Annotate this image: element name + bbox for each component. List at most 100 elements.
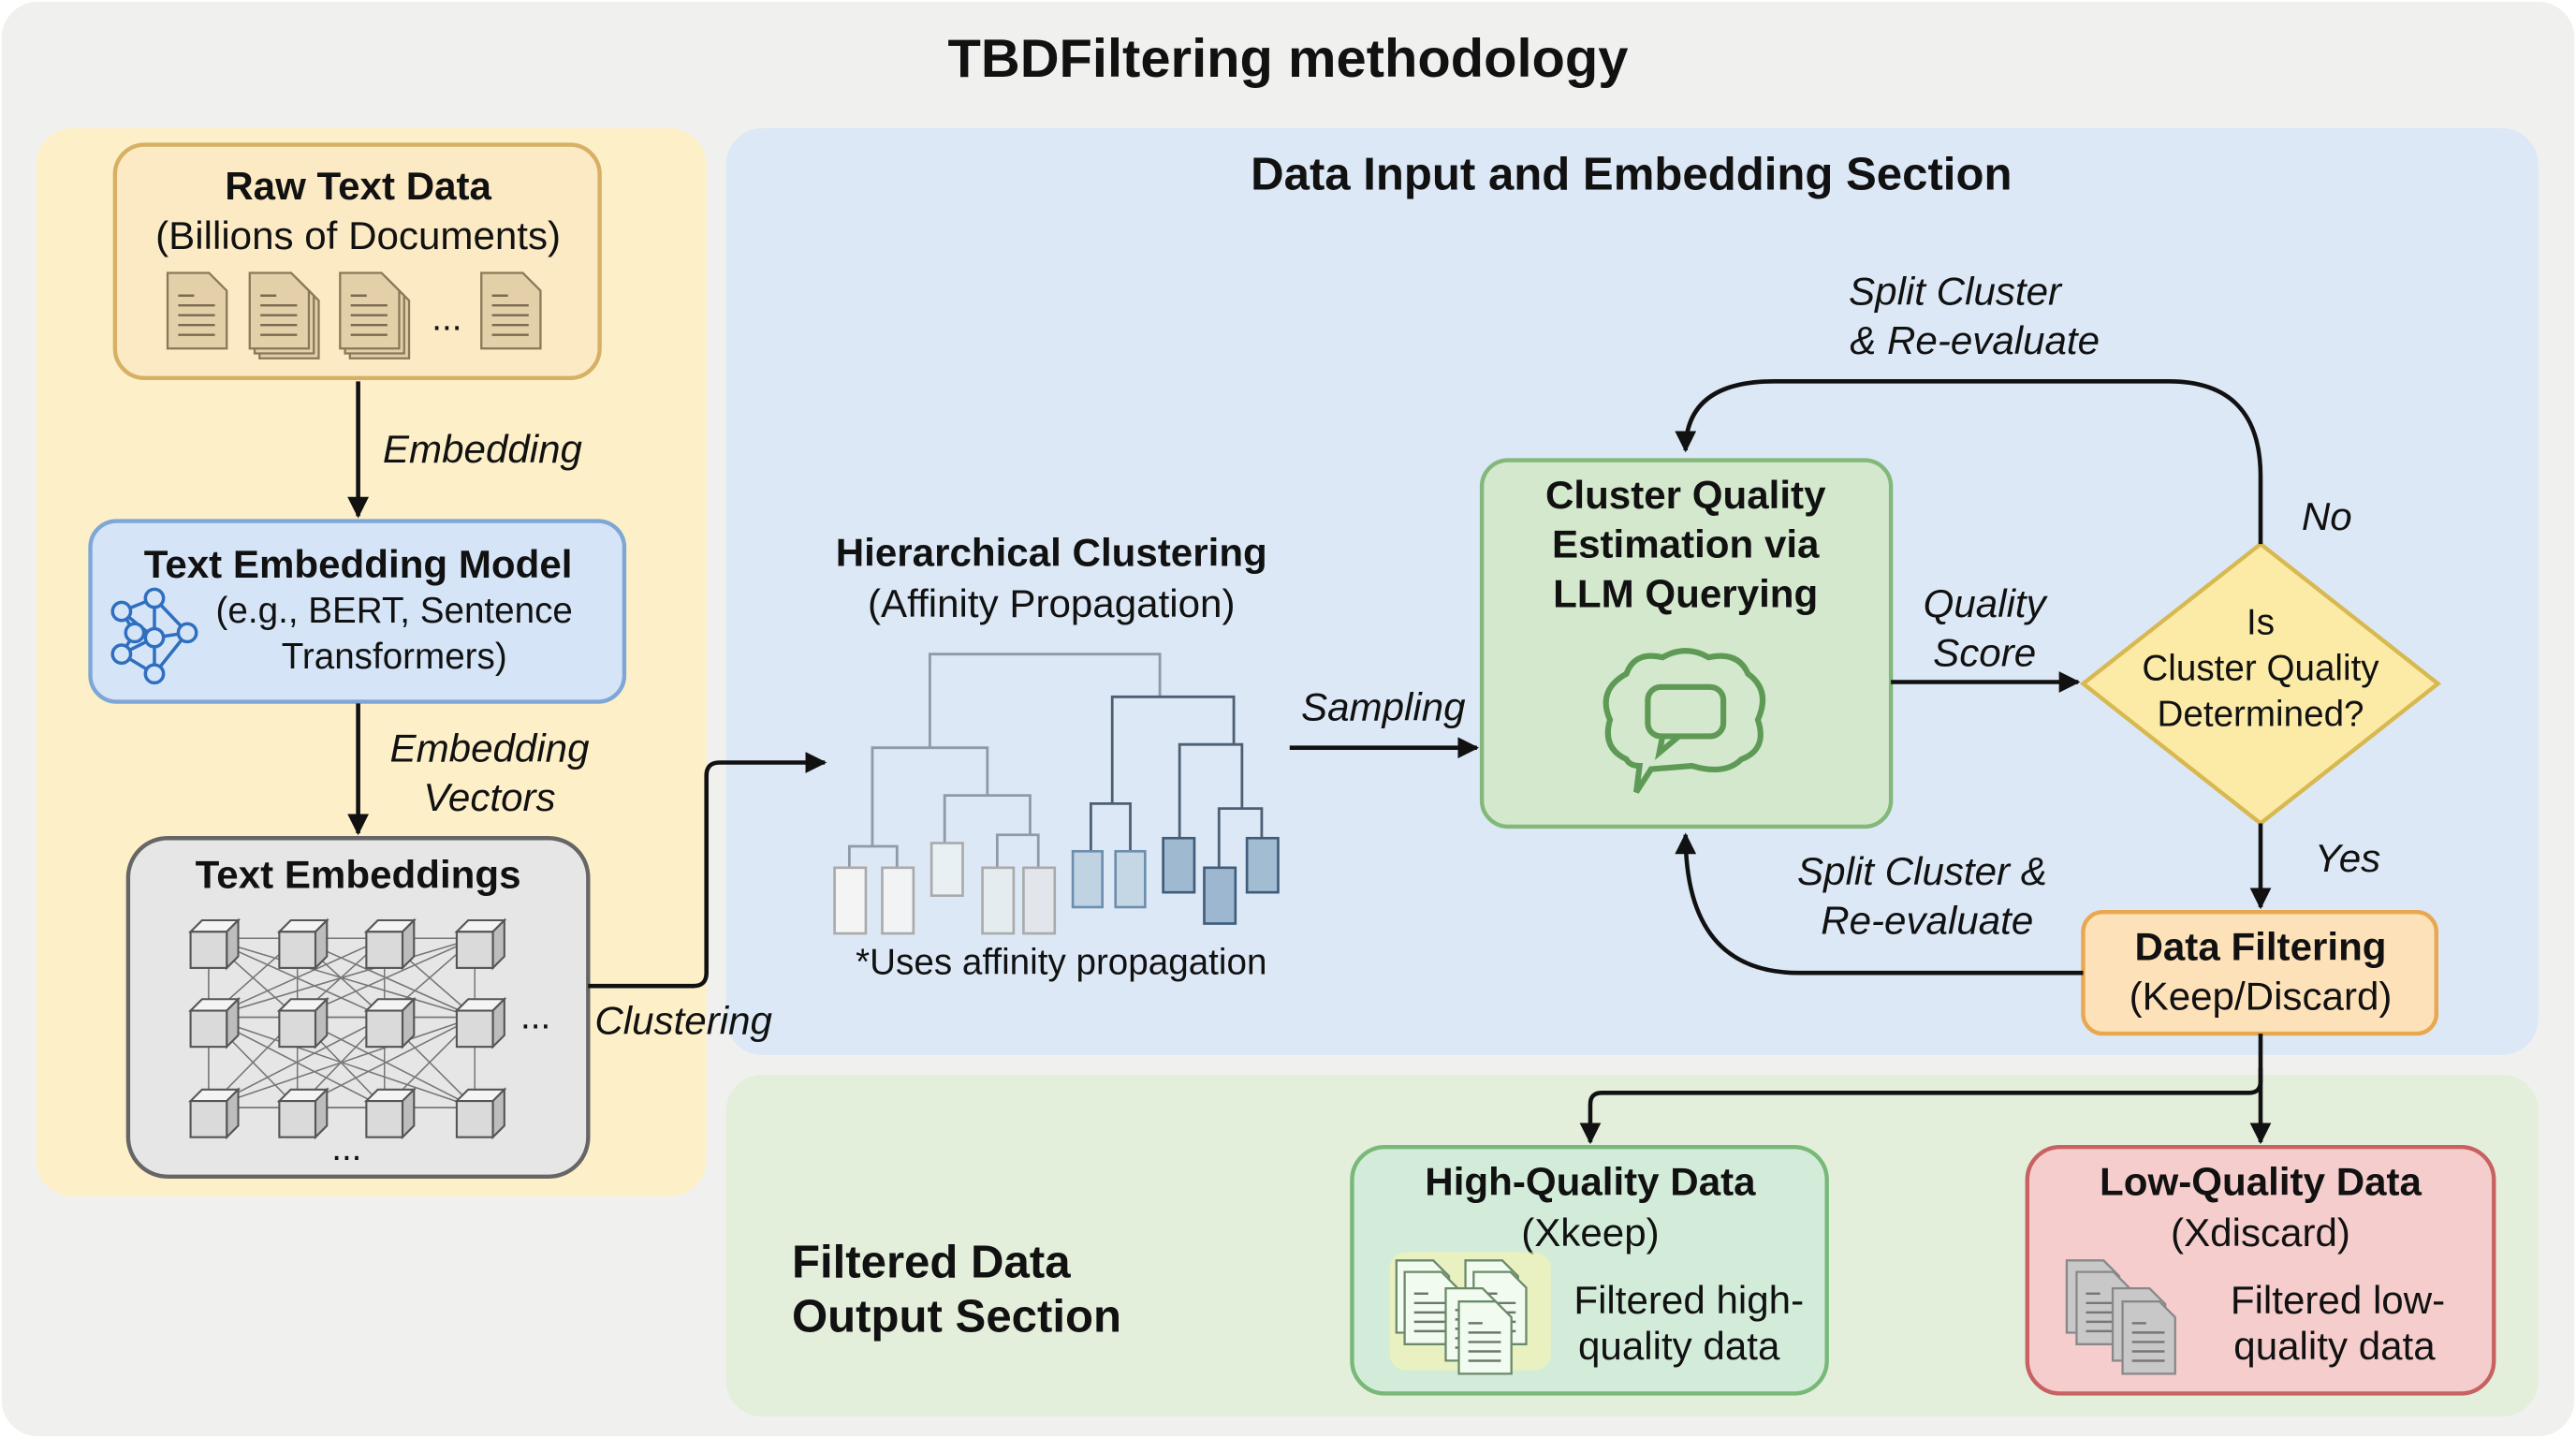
edge-label-vectors-line2: Vectors (423, 775, 555, 819)
high-quality-desc-line1: Filtered high- (1573, 1278, 1804, 1322)
cube-icon (276, 1087, 329, 1140)
network-node (110, 600, 133, 623)
page-title: TBDFiltering methodology (948, 29, 1629, 89)
edge-label-quality-line1: Quality (1924, 581, 2049, 625)
cube-icon (363, 917, 417, 971)
high-quality-title: High-Quality Data (1425, 1160, 1756, 1204)
filtering-subtitle: (Keep/Discard) (2130, 974, 2393, 1018)
edge-label-quality-line2: Score (1933, 631, 2036, 675)
low-quality-title: Low-Quality Data (2100, 1160, 2422, 1204)
cube-icon (188, 917, 242, 971)
cluster-leaf (833, 866, 868, 935)
decision-line3: Determined? (2157, 695, 2364, 735)
network-node (110, 643, 133, 666)
low-quality-desc-line2: quality data (2233, 1324, 2436, 1368)
clustering-title: Hierarchical Clustering (836, 530, 1267, 574)
filtering-title: Data Filtering (2134, 925, 2386, 969)
text-embedding-model-node: Text Embedding Model (e.g., BERT, Senten… (88, 519, 627, 704)
raw-docs-ellipsis: ... (432, 299, 461, 339)
output-section-title-line2: Output Section (792, 1291, 1121, 1342)
model-examples-line1: (e.g., BERT, Sentence (216, 591, 573, 631)
arrow-clustering (588, 752, 827, 989)
embeddings-title: Text Embeddings (196, 852, 521, 896)
edge-label-sampling: Sampling (1301, 684, 1466, 728)
low-quality-data-node: Low-Quality Data (Xdiscard) Filtered low… (2025, 1145, 2496, 1396)
cube-grid-icon (188, 917, 507, 1140)
cube-icon (363, 1087, 417, 1140)
input-section-title: Data Input and Embedding Section (1251, 150, 2012, 200)
embeddings-ellipsis-right: ... (520, 997, 550, 1037)
edge-label-vectors-line1: Embedding (389, 726, 590, 770)
high-quality-subtitle: (Xkeep) (1521, 1211, 1659, 1255)
dendrogram-link (1178, 742, 1244, 839)
quality-line3: LLM Querying (1553, 571, 1818, 615)
low-quality-desc-line1: Filtered low- (2231, 1278, 2445, 1322)
cube-icon (454, 996, 507, 1049)
document-icon (480, 271, 542, 350)
neural-network-icon (110, 587, 198, 685)
cluster-leaf (929, 842, 964, 897)
model-examples-line2: Transformers) (282, 637, 507, 677)
raw-text-title: Raw Text Data (225, 164, 491, 208)
brain-chat-icon (1603, 648, 1766, 794)
cluster-leaf (981, 866, 1016, 935)
cluster-leaf (1203, 866, 1237, 925)
dendrogram-link (943, 794, 1032, 844)
network-node (143, 626, 166, 649)
low-quality-subtitle: (Xdiscard) (2171, 1211, 2350, 1255)
dendrogram-link (871, 746, 989, 847)
cube-icon (188, 1087, 242, 1140)
cluster-leaf (1022, 866, 1057, 935)
quality-decision-node: Is Cluster Quality Determined? (2079, 541, 2442, 827)
data-filtering-node: Data Filtering (Keep/Discard) (2081, 910, 2439, 1036)
embeddings-ellipsis-bottom: ... (331, 1128, 361, 1168)
cube-icon (188, 996, 242, 1049)
quality-line1: Cluster Quality (1545, 473, 1826, 517)
model-title: Text Embedding Model (144, 542, 573, 586)
cluster-leaf (1245, 836, 1280, 894)
document-icon (248, 271, 311, 350)
dendrogram-link (928, 653, 1162, 748)
decision-line2: Cluster Quality (2142, 648, 2379, 688)
document-icon (166, 271, 542, 360)
edge-label-embedding: Embedding (383, 427, 583, 471)
decision-line1: Is (2247, 602, 2275, 642)
document-stack-icon (1389, 1252, 1551, 1375)
edge-label-back-line2: Re-evaluate (1821, 899, 2033, 943)
document-icon (339, 271, 401, 350)
cube-icon (276, 996, 329, 1049)
network-node (176, 622, 198, 644)
clustering-note: *Uses affinity propagation (856, 943, 1266, 983)
raw-text-subtitle: (Billions of Documents) (155, 213, 561, 257)
dendrogram-link (1217, 807, 1264, 868)
arrow-no-split (1675, 379, 2263, 545)
dendrogram-link (1089, 801, 1132, 852)
dendrogram-link (995, 833, 1040, 868)
cluster-leaf (881, 866, 915, 935)
dendrogram-icon (833, 653, 1280, 935)
output-section-title-line1: Filtered Data (792, 1238, 1071, 1288)
cube-icon (454, 917, 507, 971)
edge-label-yes: Yes (2315, 836, 2380, 880)
document-icon (166, 271, 228, 350)
document-icon (1457, 1300, 1513, 1375)
raw-text-data-node: Raw Text Data (Billions of Documents) ..… (112, 142, 602, 381)
cube-icon (276, 917, 329, 971)
high-quality-data-node: High-Quality Data (Xkeep) Filtered high-… (1350, 1145, 1829, 1396)
quality-line2: Estimation via (1552, 522, 1820, 566)
cluster-leaf (1114, 849, 1147, 909)
network-node (143, 663, 166, 685)
clustering-subtitle: (Affinity Propagation) (868, 581, 1235, 625)
document-icon (2121, 1300, 2176, 1375)
cluster-leaf (1071, 849, 1104, 909)
cluster-quality-estimation-node: Cluster Quality Estimation via LLM Query… (1479, 458, 1894, 829)
edge-label-split-line2: & Re-evaluate (1850, 318, 2100, 362)
cube-icon (363, 996, 417, 1049)
document-stack-icon (2065, 1259, 2176, 1375)
network-node (124, 622, 146, 644)
edge-label-no: No (2302, 494, 2352, 538)
high-quality-desc-line2: quality data (1578, 1324, 1780, 1368)
dendrogram-link (847, 844, 899, 868)
text-embeddings-node: Text Embeddings ... ... (125, 836, 591, 1179)
